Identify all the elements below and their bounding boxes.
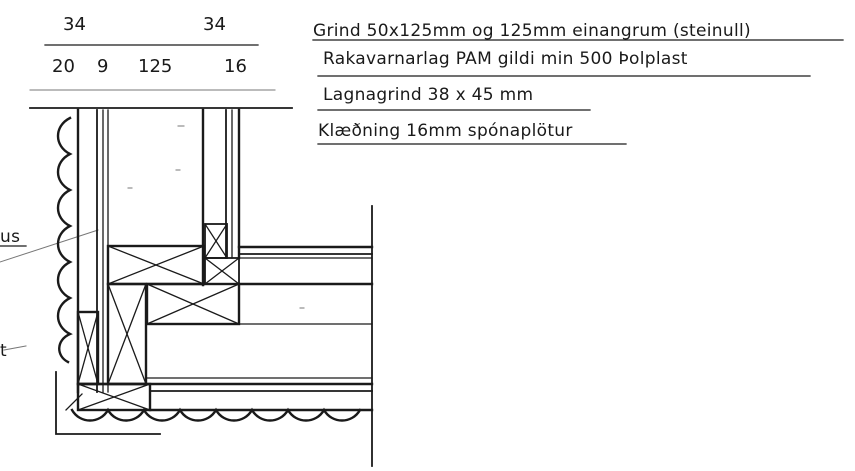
partial-label-t: t [0,341,7,361]
leader-line-t [3,345,27,351]
stud-cross [107,283,147,385]
note-studs-insulation: Grind 50x125mm og 125mm einangrum (stein… [313,21,751,41]
stud-cross [107,245,205,285]
small-batten-cross [204,257,240,285]
small-batten-cross [204,223,228,259]
dimension-top-left: 34 [63,14,86,35]
corner-flashing [55,371,161,435]
dimension-bottom-125: 125 [138,56,172,77]
note-vapour-barrier: Rakavarnarlag PAM gildi min 500 Þolplast [323,49,688,69]
note-chipboard-lining: Klæðning 16mm spónaplötur [318,121,573,141]
partial-label-us: us [0,227,20,247]
dimension-bottom-20: 20 [52,56,75,77]
leader-line-us [0,229,99,263]
dimension-bottom-9: 9 [97,56,108,77]
stud-cross [146,283,240,325]
corner-trim [65,393,83,411]
dimension-bottom-16: 16 [224,56,247,77]
corrugated-cladding-horizontal [70,407,362,422]
corrugated-cladding-vertical [56,116,73,364]
stud-cross [77,311,99,385]
stud-cross [77,383,151,411]
dimension-top-right: 34 [203,14,226,35]
note-service-battens: Lagnagrind 38 x 45 mm [323,85,533,105]
